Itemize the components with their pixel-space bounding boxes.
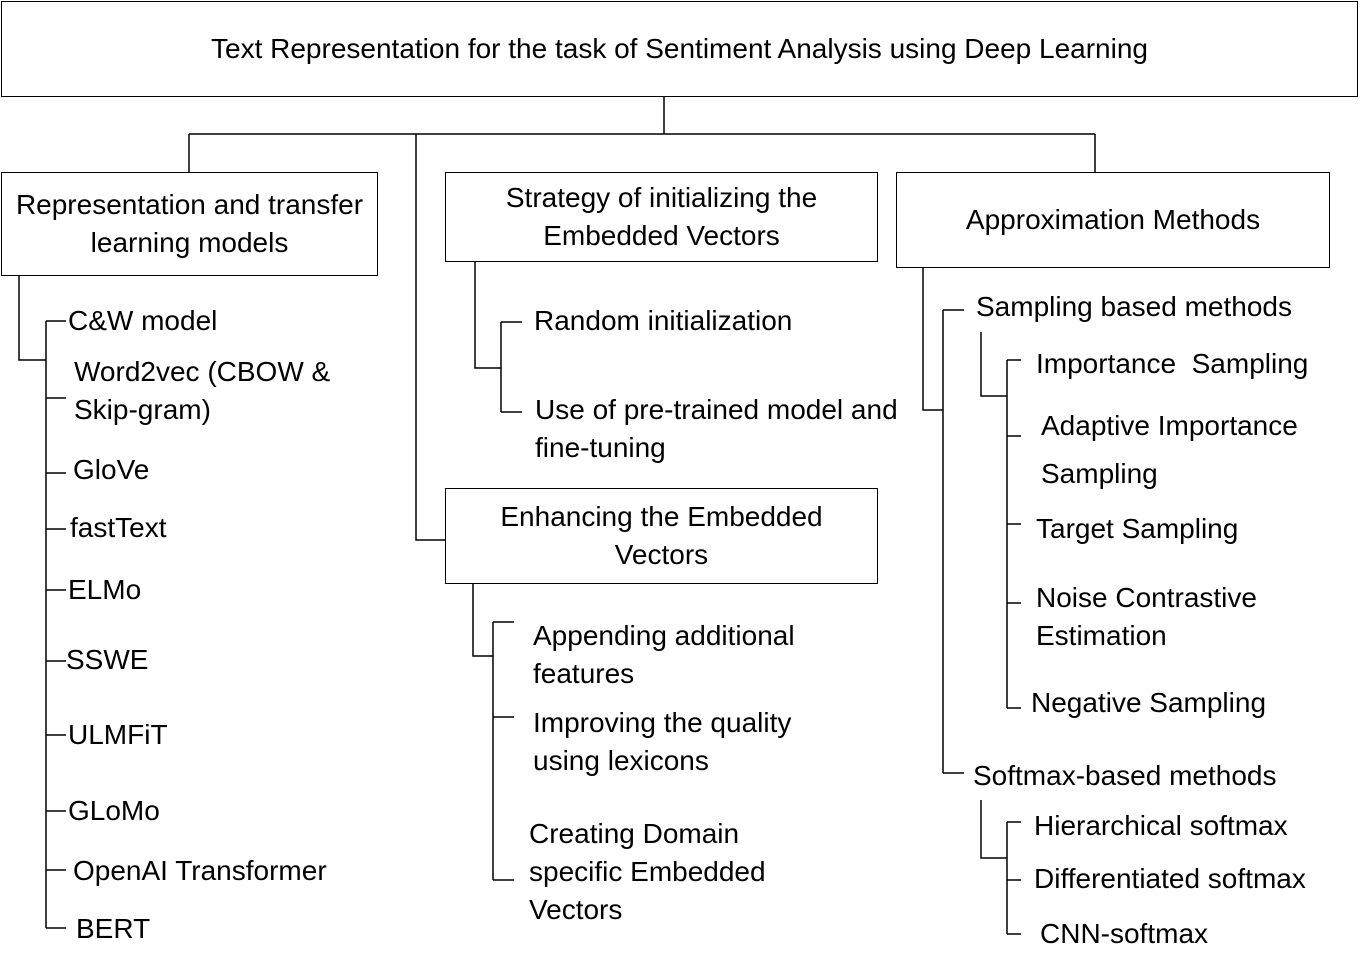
representation-connector xyxy=(18,275,47,928)
softmax-item: CNN-softmax xyxy=(1040,918,1209,949)
strategy-item: Use of pre-trained model and fine-tuning xyxy=(535,394,898,463)
sampling-label: Sampling based methods xyxy=(976,291,1292,322)
enhancing-heading: Enhancing the Embedded Vectors xyxy=(500,501,823,570)
strategy-box: Strategy of initializing the Embedded Ve… xyxy=(445,172,878,262)
strategy-item: Random initialization xyxy=(534,305,793,336)
representation-item: GLoMo xyxy=(68,795,160,826)
representation-item: OpenAI Transformer xyxy=(73,855,327,886)
sampling-item: Adaptive Importance Sampling xyxy=(1041,410,1298,489)
enhancing-item: Improving the quality using lexicons xyxy=(533,707,792,776)
representation-heading: Representation and transfer learning mod… xyxy=(15,189,364,258)
root-connector xyxy=(188,97,1096,541)
softmax-connector xyxy=(980,800,1021,935)
sampling-item: Importance Sampling xyxy=(1036,348,1309,379)
approximation-box: Approximation Methods xyxy=(896,172,1330,268)
strategy-connector xyxy=(474,261,522,413)
approximation-connector xyxy=(922,268,964,774)
representation-item: GloVe xyxy=(73,454,150,485)
representation-item: C&W model xyxy=(68,305,218,336)
strategy-heading: Strategy of initializing the Embedded Ve… xyxy=(505,182,818,251)
approximation-heading: Approximation Methods xyxy=(965,204,1261,235)
representation-item: ELMo xyxy=(68,574,142,605)
enhancing-box: Enhancing the Embedded Vectors xyxy=(445,488,878,584)
representation-item: Word2vec (CBOW & Skip-gram) xyxy=(74,356,331,425)
representation-item: SSWE xyxy=(66,644,149,675)
softmax-item: Differentiated softmax xyxy=(1034,863,1306,894)
representation-item: BERT xyxy=(76,913,151,944)
enhancing-item: Appending additional features xyxy=(533,620,795,689)
sampling-item: Target Sampling xyxy=(1036,513,1239,544)
sampling-item: Noise Contrastive Estimation xyxy=(1036,582,1257,651)
enhancing-connector xyxy=(472,584,514,881)
representation-item: fastText xyxy=(70,512,167,543)
enhancing-item: Creating Domain specific Embedded Vector… xyxy=(529,818,766,925)
sampling-connector xyxy=(980,332,1021,709)
representation-ticks xyxy=(46,320,66,929)
root-title-box: Text Representation for the task of Sent… xyxy=(1,1,1358,97)
softmax-label: Softmax-based methods xyxy=(973,760,1277,791)
root-title: Text Representation for the task of Sent… xyxy=(211,33,1148,64)
sampling-item: Negative Sampling xyxy=(1031,687,1267,718)
representation-box: Representation and transfer learning mod… xyxy=(1,172,378,276)
softmax-item: Hierarchical softmax xyxy=(1034,810,1288,841)
representation-item: ULMFiT xyxy=(68,719,168,750)
